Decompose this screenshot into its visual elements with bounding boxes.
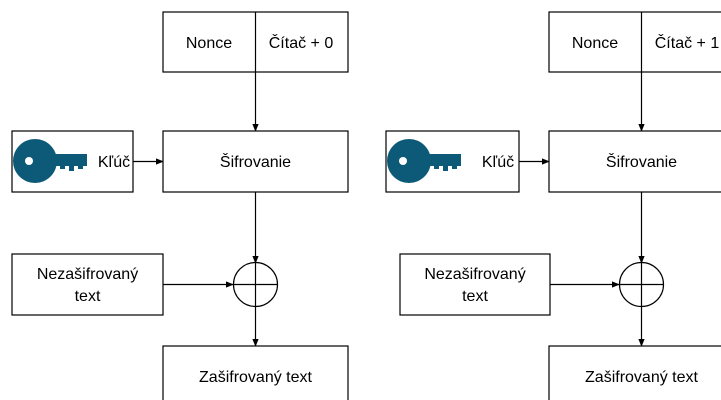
ciphertext-label: Zašifrovaný text — [585, 369, 698, 386]
encryption-label: Šifrovanie — [220, 152, 291, 171]
key-icon — [13, 139, 87, 183]
encryption-box — [548, 130, 721, 193]
nonce-label: Nonce — [572, 35, 618, 52]
key-hole — [399, 157, 407, 165]
xor-symbol — [232, 261, 279, 308]
plaintext-label-line2: text — [75, 288, 101, 305]
plaintext-box — [11, 253, 164, 316]
plaintext-label-line1: Nezašifrovaný — [37, 266, 138, 283]
nonce-counter-box — [548, 11, 721, 73]
ctr-block-1: Nonce Čítač + 1 Kľúč Šifrovanie Nezašifr… — [385, 11, 721, 400]
ciphertext-label: Zašifrovaný text — [199, 369, 312, 386]
counter-label: Čítač + 1 — [655, 33, 720, 52]
nonce-label: Nonce — [186, 35, 232, 52]
key-label: Kľúč — [98, 154, 130, 171]
encryption-label: Šifrovanie — [606, 152, 677, 171]
plaintext-label-line2: text — [462, 288, 488, 305]
ciphertext-box — [548, 345, 721, 400]
plaintext-label-line1: Nezašifrovaný — [424, 266, 525, 283]
ciphertext-box — [162, 345, 349, 400]
key-icon — [387, 139, 461, 183]
ctr-block-0: Nonce Čítač + 0 Kľúč Šifrovanie Nezašifr… — [11, 11, 349, 400]
plaintext-box — [399, 253, 551, 316]
xor-symbol — [618, 261, 665, 308]
counter-label: Čítač + 0 — [269, 33, 334, 52]
key-label: Kľúč — [482, 154, 514, 171]
key-hole — [25, 157, 33, 165]
